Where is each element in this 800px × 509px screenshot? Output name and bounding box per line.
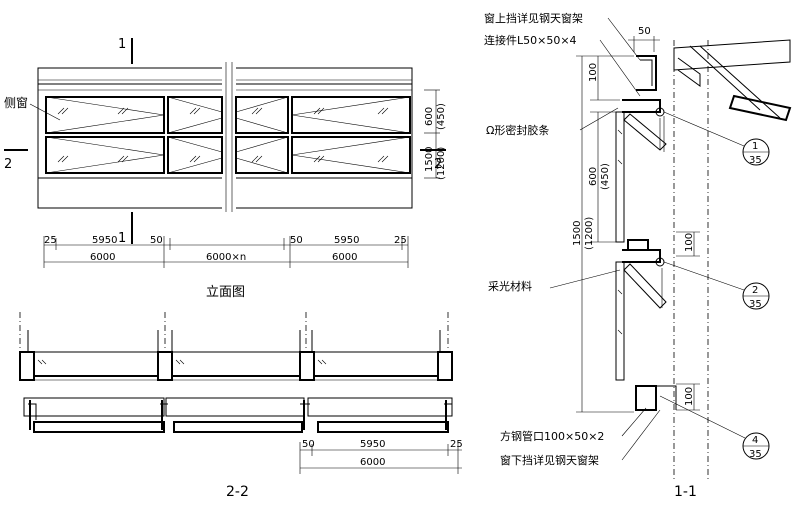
- elev-dim-450: (450): [436, 103, 447, 130]
- callout-4-num: 4: [752, 435, 758, 446]
- elev-dim-50-right: 50: [290, 235, 303, 246]
- elevation-title: 立面图: [206, 285, 245, 300]
- elev-dim-50-left: 50: [150, 235, 163, 246]
- section22-dim-50: 50: [302, 439, 315, 450]
- side-window-label: 侧窗: [4, 96, 28, 110]
- label-glazing: 采光材料: [488, 279, 532, 293]
- section-2-2-title: 2-2: [226, 484, 249, 500]
- section-2-2-view: 50 5950 25 6000 2-2: [19, 312, 463, 500]
- callout-2-num: 2: [752, 285, 758, 296]
- elev-dim-6000n: 6000×n: [206, 252, 246, 263]
- section22-dim-6000: 6000: [360, 457, 385, 468]
- elev-dim-25-right: 25: [394, 235, 407, 246]
- section-1-1-title: 1-1: [674, 484, 697, 500]
- callout-2: 2 35: [663, 261, 770, 310]
- elev-dim-6000-right: 6000: [332, 252, 357, 263]
- sec11-dim-1200: (1200): [584, 217, 595, 250]
- section-mark-2-right: 2: [434, 157, 442, 172]
- sec11-dim-50: 50: [638, 26, 651, 37]
- elev-dim-1200: (1200): [436, 147, 447, 180]
- side-window-panels: [45, 96, 411, 174]
- callout-4: 4 35: [659, 395, 770, 460]
- sec11-dim-1500: 1500: [572, 221, 583, 246]
- elev-dim-600: 600: [424, 107, 435, 126]
- callout-1-sheet: 35: [749, 155, 762, 166]
- sec11-dim-600: 600: [588, 167, 599, 186]
- elev-dim-5950-right: 5950: [334, 235, 359, 246]
- label-seal: Ω形密封胶条: [486, 123, 549, 137]
- label-bottom-detail: 窗下挡详见钢天窗架: [500, 453, 599, 467]
- section-mark-1-bottom: 1: [118, 231, 126, 246]
- sec11-dim-100-mid: 100: [684, 233, 695, 252]
- elev-dim-6000-left: 6000: [90, 252, 115, 263]
- elev-dim-1500: 1500: [424, 147, 435, 172]
- section-mark-1-top: 1: [118, 37, 126, 52]
- section22-dim-25: 25: [450, 439, 463, 450]
- label-tube: 方钢管口100×50×2: [500, 429, 604, 443]
- label-angle: 连接件L50×50×4: [484, 34, 577, 47]
- elevation-view: 1 1 2 2 侧窗 600 (450) 1500 (1200) 25 5950…: [4, 37, 447, 300]
- callout-4-sheet: 35: [749, 449, 762, 460]
- section-mark-2-left: 2: [4, 157, 12, 172]
- elev-dim-5950-left: 5950: [92, 235, 117, 246]
- section-1-1-view: 100 600 (450) 1500 (1200) 100 100 50 窗上挡…: [484, 11, 792, 500]
- callout-2-sheet: 35: [749, 299, 762, 310]
- callout-1: 1 35: [663, 111, 770, 166]
- sec11-dim-100-bot: 100: [684, 387, 695, 406]
- sec11-dim-450: (450): [600, 163, 611, 190]
- label-top-detail: 窗上挡详见钢天窗架: [484, 11, 583, 25]
- section22-dim-5950: 5950: [360, 439, 385, 450]
- callout-1-num: 1: [752, 141, 758, 152]
- sec11-dim-100-top: 100: [588, 63, 599, 82]
- elev-dim-25-left: 25: [44, 235, 57, 246]
